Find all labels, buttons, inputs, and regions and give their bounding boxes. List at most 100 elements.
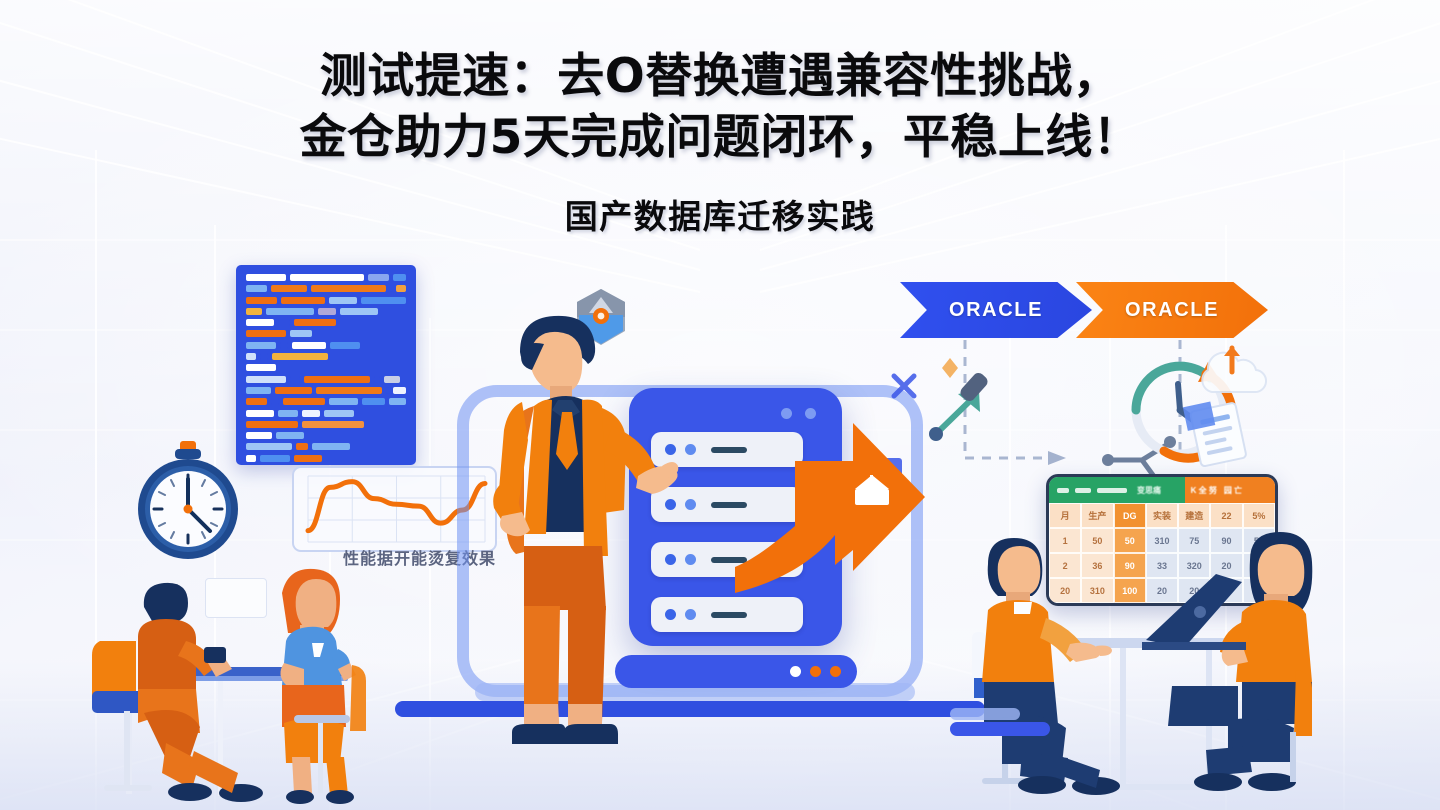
target-db-label: ORACLE (1124, 298, 1220, 321)
headline-line-1: 测试提速：去O替换遭遇兼容性挑战， (319, 49, 1121, 104)
slot-label-bar (711, 556, 747, 563)
code-line (246, 307, 406, 315)
code-token (392, 386, 406, 394)
migration-arrow-icon (735, 415, 930, 620)
code-token (374, 375, 380, 383)
code-token (290, 375, 300, 383)
code-token (294, 454, 322, 462)
slot-label-bar (711, 611, 747, 618)
right-people-group (950, 520, 1330, 810)
code-token (246, 443, 292, 451)
code-token (393, 274, 406, 281)
code-line (246, 296, 406, 304)
code-token (395, 285, 406, 293)
migration-banner: ORACLE ORACLE (900, 282, 1268, 338)
code-line (246, 443, 406, 451)
rack-slot[interactable] (651, 432, 803, 467)
headline-title: 测试提速：去O替换遭遇兼容性挑战， 金仓助力5天完成问题闭环，平稳上线！ (0, 46, 1440, 168)
slot-led-secondary (685, 444, 696, 455)
code-line (246, 319, 406, 327)
code-token (290, 274, 365, 281)
code-token (246, 375, 286, 383)
code-token (246, 285, 268, 293)
code-line (246, 341, 406, 349)
code-token (246, 409, 274, 417)
server-base (615, 655, 857, 688)
slot-led-secondary (685, 609, 696, 620)
table-header-orange: K 全 努 园 亡 (1184, 477, 1275, 503)
wall-screen (205, 578, 267, 618)
code-token (280, 341, 288, 349)
source-db-label: ORACLE (948, 298, 1044, 321)
table-header-orange-label-2: 园 亡 (1223, 485, 1243, 495)
code-token (368, 274, 390, 281)
code-token (246, 296, 278, 304)
slot-led-primary (665, 444, 676, 455)
headline-line-2: 金仓助力5天完成问题闭环，平稳上线！ (299, 110, 1141, 166)
code-token (296, 443, 308, 451)
code-editor-panel (236, 265, 416, 465)
code-token (260, 454, 290, 462)
code-token (324, 409, 354, 417)
code-token (312, 443, 350, 451)
left-people-group (86, 545, 386, 810)
code-token (276, 432, 304, 440)
slot-led-primary (665, 609, 676, 620)
code-token (328, 398, 358, 406)
code-token (246, 307, 262, 315)
code-token (246, 364, 276, 372)
code-token (384, 375, 400, 383)
code-token (246, 353, 256, 361)
slot-label-bar (711, 446, 747, 453)
code-line (246, 454, 406, 462)
code-token (318, 307, 336, 315)
rack-slot[interactable] (651, 597, 803, 632)
code-token (304, 375, 370, 383)
code-line (246, 353, 406, 361)
performance-caption: 性能据开能烫复效果 (342, 551, 496, 568)
code-token (302, 409, 320, 417)
slot-label-bar (711, 501, 747, 508)
slot-led-secondary (685, 554, 696, 565)
code-token (246, 398, 268, 406)
code-token (361, 398, 385, 406)
code-token (360, 296, 406, 304)
slot-led-primary (665, 554, 676, 565)
source-db-arrow: ORACLE (900, 282, 1092, 338)
code-token (385, 386, 389, 394)
code-token (292, 341, 326, 349)
code-token (330, 341, 360, 349)
code-line (246, 420, 406, 428)
code-token (271, 398, 279, 406)
code-token (260, 353, 268, 361)
code-token (388, 398, 406, 406)
code-token (246, 330, 286, 338)
headline-subtitle: 国产数据库迁移实践 (564, 197, 876, 237)
code-line (246, 330, 406, 338)
code-token (274, 386, 313, 394)
code-token (278, 409, 298, 417)
status-dot-1 (790, 666, 801, 677)
stopwatch-icon (133, 441, 243, 563)
code-token (282, 398, 325, 406)
table-header-green-label: 变思痛 (1137, 485, 1161, 495)
code-line (246, 386, 406, 394)
table-header-orange-label-1: K 全 努 (1190, 485, 1217, 495)
code-token (278, 319, 290, 327)
code-token (390, 285, 392, 293)
code-token (246, 454, 256, 462)
code-token (246, 341, 276, 349)
page-title: 测试提速：去O替换遭遇兼容性挑战， 金仓助力5天完成问题闭环，平稳上线！ 国产数… (0, 46, 1440, 238)
code-token (316, 386, 382, 394)
slot-led-primary (665, 499, 676, 510)
code-token (328, 296, 357, 304)
code-line (246, 274, 406, 281)
slot-led-secondary (685, 499, 696, 510)
code-line (246, 285, 406, 293)
rack-led-1 (805, 408, 816, 419)
code-token (246, 386, 271, 394)
rack-slot[interactable] (651, 487, 803, 522)
code-line (246, 409, 406, 417)
code-token (340, 307, 378, 315)
